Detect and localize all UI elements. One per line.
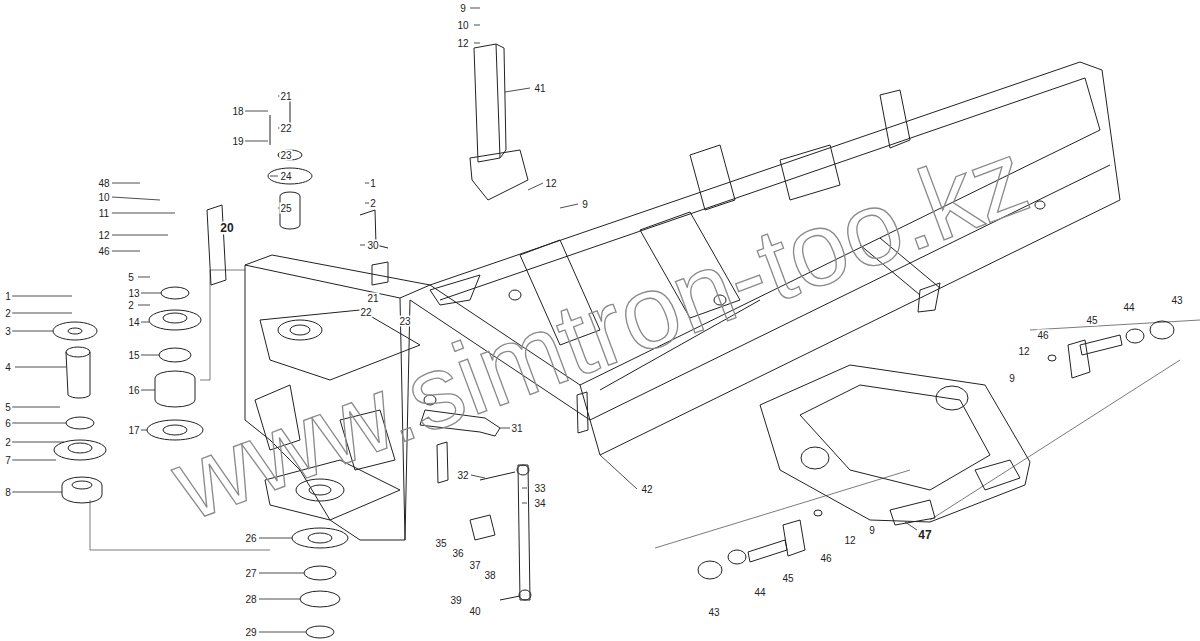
callout-number: 18 — [231, 106, 244, 117]
callout-number: 46 — [97, 246, 110, 257]
callout-number: 5 — [4, 402, 12, 413]
callout-number: 33 — [533, 483, 546, 494]
callout-number: 32 — [456, 470, 469, 481]
callout-number: 2 — [4, 437, 12, 448]
callout-number: 9 — [868, 525, 876, 536]
callout-number: 13 — [127, 288, 140, 299]
callout-number: 48 — [97, 178, 110, 189]
callout-number: 12 — [544, 178, 557, 189]
callout-number: 23 — [279, 150, 292, 161]
callout-number: 36 — [451, 548, 464, 559]
callout-number: 25 — [279, 203, 292, 214]
callout-number: 10 — [456, 20, 469, 31]
callout-number: 30 — [366, 240, 379, 251]
callout-number: 35 — [434, 538, 447, 549]
callout-number: 9 — [581, 199, 589, 210]
callout-number: 1 — [4, 291, 12, 302]
callout-number: 2 — [4, 308, 12, 319]
callout-number: 29 — [244, 627, 257, 638]
callout-number: 17 — [127, 425, 140, 436]
callout-number: 3 — [4, 326, 12, 337]
callout-number: 43 — [707, 607, 720, 618]
watermark: www.simtron-too.kz — [159, 121, 1042, 540]
callout-number: 12 — [97, 230, 110, 241]
callout-number: 12 — [1017, 346, 1030, 357]
callout-number: 2 — [369, 198, 377, 209]
callout-number: 9 — [459, 3, 467, 14]
callout-number: 23 — [398, 316, 411, 327]
callout-number: 20 — [219, 222, 234, 235]
callout-number: 34 — [533, 498, 546, 509]
callout-number: 31 — [510, 423, 523, 434]
callout-number: 4 — [4, 362, 12, 373]
callout-number: 26 — [244, 533, 257, 544]
callout-number: 1 — [369, 178, 377, 189]
callout-number: 46 — [1036, 330, 1049, 341]
callout-number: 15 — [127, 350, 140, 361]
callout-number: 45 — [1085, 315, 1098, 326]
callout-number: 12 — [456, 38, 469, 49]
callout-number: 5 — [127, 272, 135, 283]
callout-number: 24 — [279, 171, 292, 182]
callout-number: 21 — [366, 293, 379, 304]
callout-number: 39 — [449, 595, 462, 606]
callout-number: 22 — [279, 123, 292, 134]
callout-number: 46 — [819, 553, 832, 564]
callout-number: 47 — [917, 529, 932, 542]
callout-number: 21 — [279, 91, 292, 102]
callout-number: 8 — [4, 487, 12, 498]
callout-number: 19 — [231, 136, 244, 147]
callout-number: 12 — [843, 535, 856, 546]
callout-number: 22 — [359, 307, 372, 318]
callout-number: 45 — [781, 573, 794, 584]
callout-number: 2 — [127, 300, 135, 311]
callout-number: 11 — [98, 208, 110, 219]
callout-number: 10 — [97, 192, 110, 203]
callout-number: 44 — [753, 587, 766, 598]
callout-number: 7 — [4, 455, 12, 466]
callout-number: 28 — [244, 594, 257, 605]
callout-number: 38 — [483, 570, 496, 581]
callout-number: 9 — [1008, 373, 1016, 384]
callout-number: 27 — [244, 568, 257, 579]
callout-number: 16 — [127, 385, 140, 396]
callout-number: 43 — [1170, 295, 1183, 306]
callout-number: 42 — [640, 484, 653, 495]
callout-number: 40 — [468, 606, 481, 617]
callout-number: 37 — [468, 560, 481, 571]
callout-number: 6 — [4, 418, 12, 429]
callout-number: 14 — [127, 317, 140, 328]
callout-number: 41 — [533, 83, 546, 94]
callout-number: 44 — [1122, 302, 1135, 313]
